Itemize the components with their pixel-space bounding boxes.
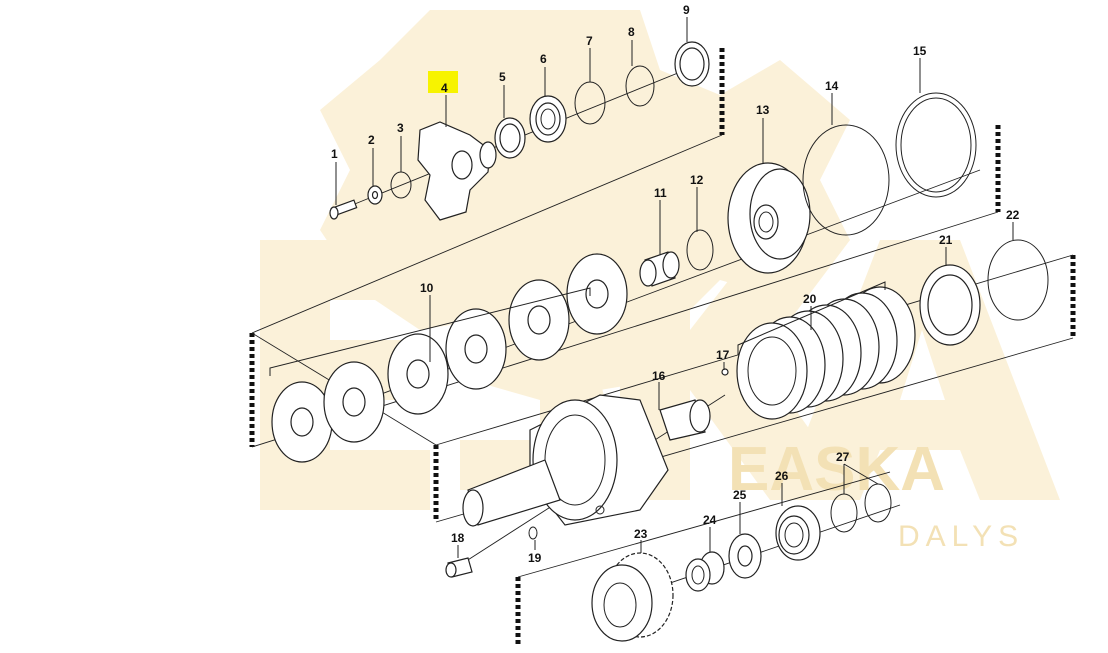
label-part-24[interactable]: 24	[703, 513, 717, 527]
label-part-2[interactable]: 2	[368, 133, 375, 147]
label-part-26[interactable]: 26	[775, 469, 789, 483]
label-part-5[interactable]: 5	[499, 70, 506, 84]
leader-lines	[335, 17, 1014, 558]
label-part-27[interactable]: 27	[836, 450, 850, 464]
part-4-highlight	[428, 71, 458, 93]
part-bolt	[329, 199, 358, 220]
part-plug	[445, 557, 473, 578]
part-seal-large	[802, 124, 890, 236]
label-part-18[interactable]: 18	[451, 531, 465, 545]
label-part-16[interactable]: 16	[652, 369, 666, 383]
label-part-14[interactable]: 14	[825, 79, 839, 93]
watermark-tagline: DALYS	[898, 520, 1024, 553]
part-bushing	[639, 251, 680, 287]
watermark-brand: EASKA	[728, 435, 945, 504]
part-pin	[721, 368, 729, 376]
part-piston	[727, 162, 811, 274]
label-part-25[interactable]: 25	[733, 488, 747, 502]
label-part-23[interactable]: 23	[634, 527, 648, 541]
label-part-1[interactable]: 1	[331, 147, 338, 161]
label-part-12[interactable]: 12	[690, 173, 704, 187]
part-washer	[367, 185, 383, 205]
part-thrust-washers	[269, 253, 628, 463]
label-part-8[interactable]: 8	[628, 25, 635, 39]
label-part-6[interactable]: 6	[540, 52, 547, 66]
label-part-22[interactable]: 22	[1006, 208, 1020, 222]
part-labels: 1 2 3 4 5 6 7 8 9 10 11 12 13 14 15 16 1…	[331, 3, 1020, 565]
part-seal	[494, 117, 526, 159]
part-clutch-drum-shaft	[462, 394, 711, 527]
label-part-19[interactable]: 19	[528, 551, 542, 565]
part-thrust-washer-small	[728, 533, 762, 579]
part-snap-ring-clutch	[987, 239, 1049, 321]
part-end-plate	[919, 264, 981, 346]
label-part-3[interactable]: 3	[397, 121, 404, 135]
part-yoke	[417, 121, 497, 221]
part-small-o-ring	[528, 526, 538, 540]
label-part-13[interactable]: 13	[756, 103, 770, 117]
part-lock-ring	[674, 41, 710, 87]
label-part-15[interactable]: 15	[913, 44, 927, 58]
part-bearing-upper	[529, 95, 567, 143]
label-part-4[interactable]: 4	[441, 81, 448, 95]
part-needle-bearing	[685, 551, 725, 592]
label-part-7[interactable]: 7	[586, 34, 593, 48]
part-seal-ring-large	[895, 92, 977, 198]
part-o-ring-middle	[686, 229, 714, 271]
part-gear	[591, 552, 674, 642]
label-part-21[interactable]: 21	[939, 233, 953, 247]
label-part-20[interactable]: 20	[803, 292, 817, 306]
label-part-9[interactable]: 9	[683, 3, 690, 17]
part-shim-ring	[625, 65, 655, 107]
label-part-10[interactable]: 10	[420, 281, 434, 295]
part-ball-bearing	[775, 505, 821, 561]
label-part-11[interactable]: 11	[654, 186, 667, 200]
label-part-17[interactable]: 17	[716, 348, 730, 362]
